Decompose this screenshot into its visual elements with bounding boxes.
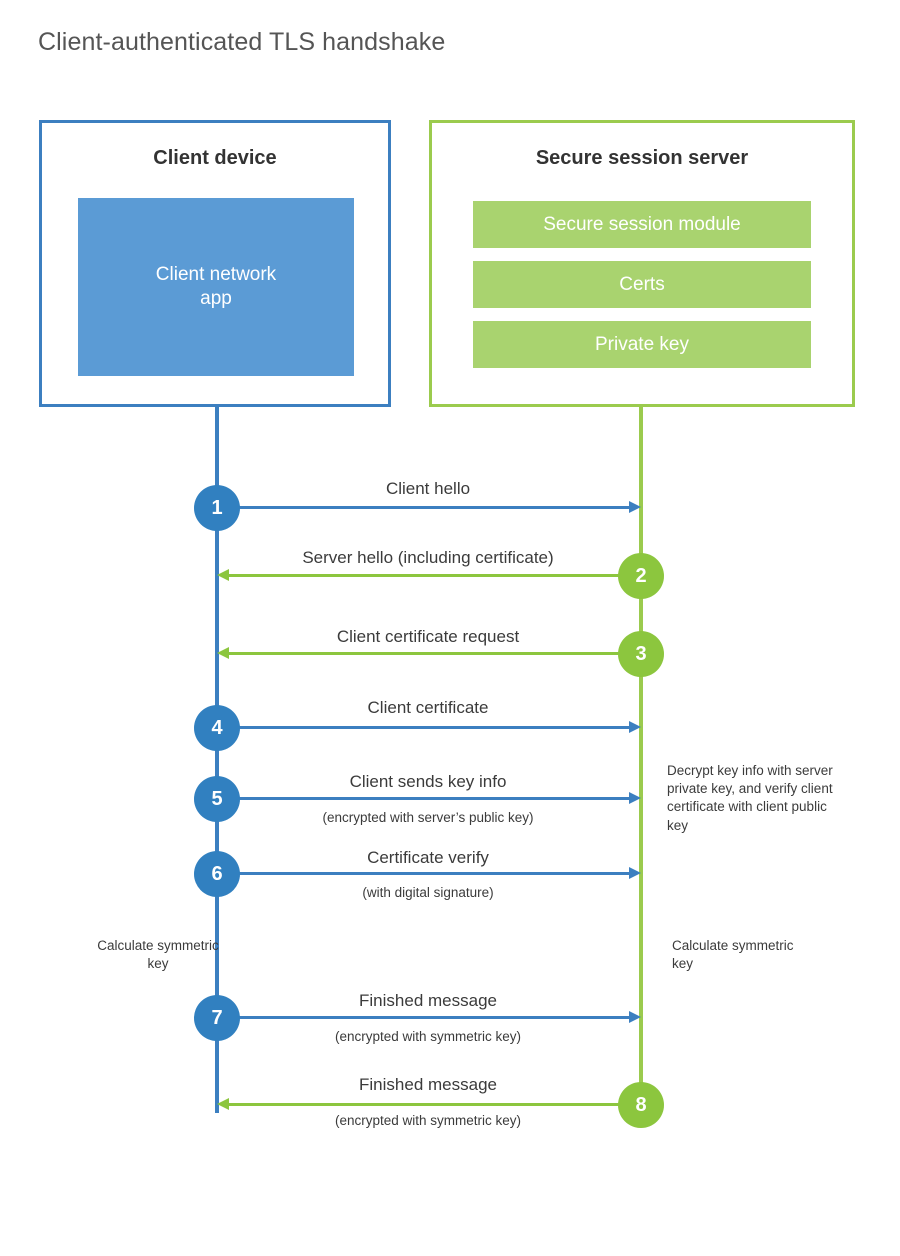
server-lifeline (639, 407, 643, 1105)
message-arrow-6 (217, 867, 641, 879)
message-arrow-3 (217, 647, 637, 659)
client-app-label-line2: app (200, 288, 232, 309)
arrow-head-left-icon (217, 1098, 229, 1110)
message-sublabel-8: (encrypted with symmetric key) (334, 1113, 522, 1128)
step-marker-4[interactable]: 4 (194, 705, 240, 751)
server-calculate-symmetric-key-note: Calculate symmetric key (672, 938, 794, 972)
step-marker-2[interactable]: 2 (618, 553, 664, 599)
arrow-head-left-icon (217, 569, 229, 581)
arrow-head-right-icon (629, 867, 641, 879)
client-calculate-symmetric-key-note: Calculate symmetric key (97, 938, 219, 972)
message-label-1: Client hello (385, 479, 471, 498)
server-module-bar: Secure session module (473, 201, 811, 248)
message-label-4: Client certificate (367, 698, 489, 717)
client-device-box: Client device Client network app (39, 120, 391, 407)
client-app-label-line1: Client network (155, 264, 277, 286)
decrypt-key-info-note: Decrypt key info with server private key… (667, 763, 833, 833)
message-label-7: Finished message (359, 991, 497, 1010)
arrow-head-right-icon (629, 792, 641, 804)
client-network-app-block: Client network app (78, 198, 354, 376)
step-marker-8[interactable]: 8 (618, 1082, 664, 1128)
step-marker-5[interactable]: 5 (194, 776, 240, 822)
arrow-head-right-icon (629, 501, 641, 513)
arrow-head-right-icon (629, 1011, 641, 1023)
secure-session-server-title: Secure session server (535, 147, 749, 169)
message-arrow-1 (217, 501, 641, 513)
server-module-bar: Certs (473, 261, 811, 308)
secure-session-server-box: Secure session server Secure session mod… (429, 120, 855, 407)
message-arrow-7 (217, 1011, 641, 1023)
step-marker-6[interactable]: 6 (194, 851, 240, 897)
message-arrow-2 (217, 569, 637, 581)
server-module-bar: Private key (473, 321, 811, 368)
step-marker-3[interactable]: 3 (618, 631, 664, 677)
client-device-title: Client device (153, 147, 277, 169)
message-sublabel-7: (encrypted with symmetric key) (334, 1029, 522, 1044)
message-sublabel-5: (encrypted with server’s public key) (322, 810, 534, 825)
message-label-8: Finished message (359, 1075, 497, 1094)
step-marker-1[interactable]: 1 (194, 485, 240, 531)
message-label-5: Client sends key info (349, 772, 507, 791)
page-title: Client-authenticated TLS handshake (38, 28, 446, 56)
client-lifeline (215, 407, 219, 1113)
arrow-head-right-icon (629, 721, 641, 733)
message-label-6: Certificate verify (367, 848, 489, 867)
message-arrow-4 (217, 721, 641, 733)
arrow-head-left-icon (217, 647, 229, 659)
message-arrow-8 (217, 1098, 637, 1110)
message-label-2: Server hello (including certificate) (302, 548, 554, 567)
message-label-3: Client certificate request (336, 627, 520, 646)
message-sublabel-6: (with digital signature) (362, 885, 494, 900)
step-marker-7[interactable]: 7 (194, 995, 240, 1041)
server-module-list: Secure session module Certs Private key (473, 201, 811, 381)
message-arrow-5 (217, 792, 641, 804)
